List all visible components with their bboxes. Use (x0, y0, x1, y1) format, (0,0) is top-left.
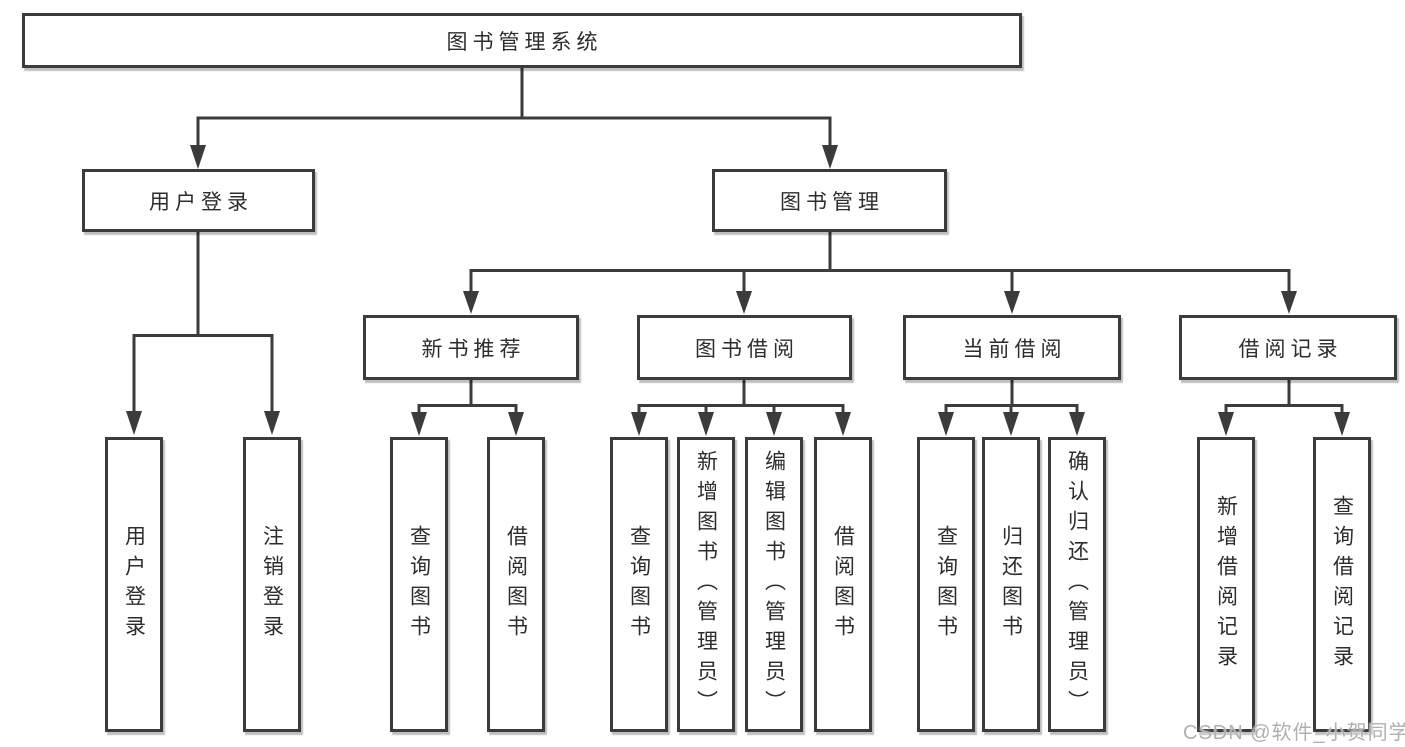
node-book-borrow: 图书借阅 (637, 315, 852, 380)
leaf-add-book-admin: 新增图书（管理员） (677, 437, 735, 732)
leaf-confirm-return-admin: 确认归还（管理员） (1048, 437, 1106, 732)
leaf-add-book-admin-label: 新增图书（管理员） (694, 449, 718, 720)
leaf-borrow-books-recommend: 借阅图书 (487, 437, 545, 732)
connector-book-borrow-to-leaves (631, 378, 851, 436)
connector-new-book-recommend-to-leaves (411, 378, 524, 436)
leaf-borrow-books-2-label: 借阅图书 (831, 524, 855, 645)
leaf-edit-book-admin: 编辑图书（管理员） (745, 437, 803, 732)
leaf-borrow-books-2: 借阅图书 (814, 437, 872, 732)
watermark: CSDN @软件_小贺同学 (1183, 722, 1405, 744)
node-new-book-recommend-label: 新书推荐 (421, 337, 526, 361)
leaf-user-login-label: 用户登录 (122, 524, 146, 645)
leaf-user-login: 用户登录 (105, 437, 163, 732)
leaf-query-books-recommend-label: 查询图书 (407, 524, 431, 645)
node-book-mgmt-label: 图书管理 (780, 190, 884, 214)
connector-user-login-to-leaves (126, 230, 280, 435)
leaf-query-books-borrow-label: 查询图书 (627, 524, 651, 645)
leaf-query-borrow-record-label: 查询借阅记录 (1330, 494, 1354, 675)
leaf-confirm-return-admin-label: 确认归还（管理员） (1065, 449, 1089, 720)
node-root-label: 图书管理系统 (446, 30, 603, 54)
node-current-borrow: 当前借阅 (903, 315, 1121, 380)
node-book-borrow-label: 图书借阅 (695, 337, 799, 361)
leaf-edit-book-admin-label: 编辑图书（管理员） (762, 449, 786, 720)
leaf-logout: 注销登录 (243, 437, 301, 732)
leaf-logout-label: 注销登录 (260, 524, 284, 645)
connector-root-to-level2 (190, 66, 838, 169)
leaf-return-book-label: 归还图书 (999, 524, 1023, 645)
node-user-login: 用户登录 (82, 169, 315, 232)
leaf-query-books-borrow: 查询图书 (610, 437, 668, 732)
connector-borrow-records-to-leaves (1218, 378, 1350, 436)
leaf-add-borrow-record: 新增借阅记录 (1197, 437, 1255, 732)
node-borrow-records: 借阅记录 (1179, 315, 1397, 380)
leaf-add-borrow-record-label: 新增借阅记录 (1214, 494, 1238, 675)
leaf-query-books-current-label: 查询图书 (934, 524, 958, 645)
node-new-book-recommend: 新书推荐 (363, 315, 579, 380)
node-user-login-label: 用户登录 (149, 190, 253, 214)
connector-book-mgmt-to-level3 (463, 230, 1297, 314)
node-root: 图书管理系统 (22, 13, 1022, 68)
connector-current-borrow-to-leaves (938, 378, 1085, 436)
node-book-mgmt: 图书管理 (712, 169, 947, 232)
leaf-borrow-books-recommend-label: 借阅图书 (504, 524, 528, 645)
leaf-return-book: 归还图书 (982, 437, 1040, 732)
leaf-query-borrow-record: 查询借阅记录 (1313, 437, 1371, 732)
leaf-query-books-recommend: 查询图书 (390, 437, 448, 732)
leaf-query-books-current: 查询图书 (917, 437, 975, 732)
node-current-borrow-label: 当前借阅 (962, 337, 1067, 361)
node-borrow-records-label: 借阅记录 (1238, 337, 1343, 361)
